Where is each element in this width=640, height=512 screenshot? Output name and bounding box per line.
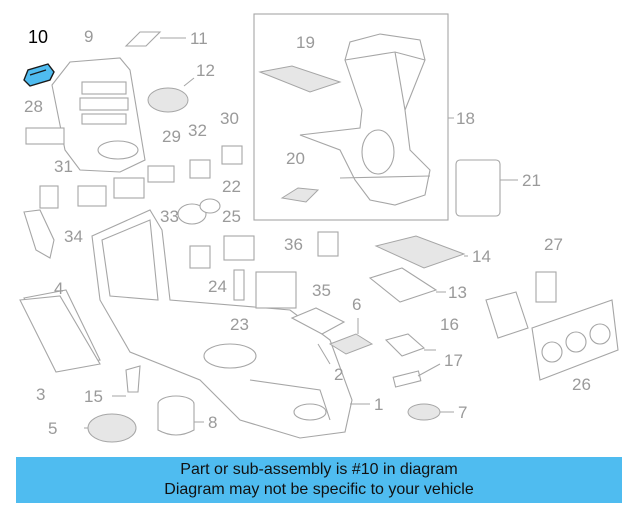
part-1-console xyxy=(91,209,353,439)
callout-34: 34 xyxy=(64,227,83,246)
part-13-lid xyxy=(368,267,438,303)
callout-11: 11 xyxy=(190,29,208,48)
callout-15: 15 xyxy=(84,387,103,406)
part-35-socket xyxy=(317,231,339,257)
armrest-small-pad xyxy=(280,187,320,203)
caption-line-1: Part or sub-assembly is #10 in diagram xyxy=(180,461,458,478)
part-7-mat xyxy=(407,403,441,421)
part-17-strip xyxy=(392,370,422,388)
leader-lines xyxy=(84,37,518,429)
part-27-control-unit xyxy=(485,271,557,339)
armrest-lid-pad xyxy=(258,65,342,93)
part-9-bezel xyxy=(51,57,146,173)
callout-19: 19 xyxy=(296,33,315,52)
callout-16: 16 xyxy=(440,315,459,334)
part-34-bracket xyxy=(23,209,55,259)
callout-3: 3 xyxy=(36,385,46,404)
callout-10: 10 xyxy=(28,27,49,47)
callout-32: 32 xyxy=(188,121,207,140)
callout-21: 21 xyxy=(522,171,541,190)
callout-25: 25 xyxy=(222,207,241,226)
part-2-tray xyxy=(290,307,346,335)
part-10-clip xyxy=(23,63,55,87)
caption-banner: Part or sub-assembly is #10 in diagram D… xyxy=(16,457,622,503)
part-31b-switch xyxy=(113,177,145,199)
callout-2: 2 xyxy=(334,365,344,384)
callout-9: 9 xyxy=(84,27,94,46)
callout-7: 7 xyxy=(458,403,468,422)
part-36-control xyxy=(255,271,297,309)
callout-35: 35 xyxy=(312,281,331,300)
part-14-mat xyxy=(374,235,466,269)
part-6-mat xyxy=(328,333,374,355)
part-12-cap xyxy=(147,87,189,113)
callout-28: 28 xyxy=(24,97,43,116)
callout-20: 20 xyxy=(286,149,305,168)
part-34b-plug xyxy=(39,185,59,209)
callout-17: 17 xyxy=(444,351,463,370)
callout-8: 8 xyxy=(208,413,218,432)
part-23-switch xyxy=(233,269,245,301)
part-32-switch xyxy=(189,159,211,179)
callout-33: 33 xyxy=(160,207,179,226)
callout-24: 24 xyxy=(208,277,227,296)
callout-12: 12 xyxy=(196,61,215,80)
callout-27: 27 xyxy=(544,235,563,254)
part-21-panel xyxy=(455,159,501,217)
part-31-switch xyxy=(77,185,107,207)
exploded-parts-diagram xyxy=(19,13,619,443)
callout-5: 5 xyxy=(48,419,58,438)
callout-26: 26 xyxy=(572,375,591,394)
part-28-switch xyxy=(25,127,65,145)
armrest-assembly xyxy=(299,33,431,206)
callout-29: 29 xyxy=(162,127,181,146)
callout-18: 18 xyxy=(456,109,475,128)
part-25-switch xyxy=(223,235,255,261)
callout-4: 4 xyxy=(54,279,64,298)
part-8-cup xyxy=(157,395,195,436)
part-3-side-trim xyxy=(19,295,101,373)
part-16-bracket xyxy=(384,333,426,357)
callout-13: 13 xyxy=(448,283,467,302)
part-24-socket xyxy=(189,245,211,269)
callout-31: 31 xyxy=(54,157,73,176)
part-26-climate-control xyxy=(531,299,619,381)
callout-30: 30 xyxy=(220,109,239,128)
part-30-switch xyxy=(221,145,243,165)
part-11-trim xyxy=(124,31,162,47)
part-29-switch xyxy=(147,165,175,183)
armrest-inset-box xyxy=(253,13,449,221)
part-5-mat xyxy=(87,413,137,443)
callout-1: 1 xyxy=(374,395,384,414)
part-22-knob xyxy=(199,198,221,214)
callout-14: 14 xyxy=(472,247,491,266)
callout-6: 6 xyxy=(352,295,362,314)
callout-23: 23 xyxy=(230,315,249,334)
callout-22: 22 xyxy=(222,177,241,196)
part-33-knob xyxy=(177,203,207,225)
part-15-bracket xyxy=(125,365,141,393)
callout-36: 36 xyxy=(284,235,303,254)
caption-line-2: Diagram may not be specific to your vehi… xyxy=(164,481,474,498)
